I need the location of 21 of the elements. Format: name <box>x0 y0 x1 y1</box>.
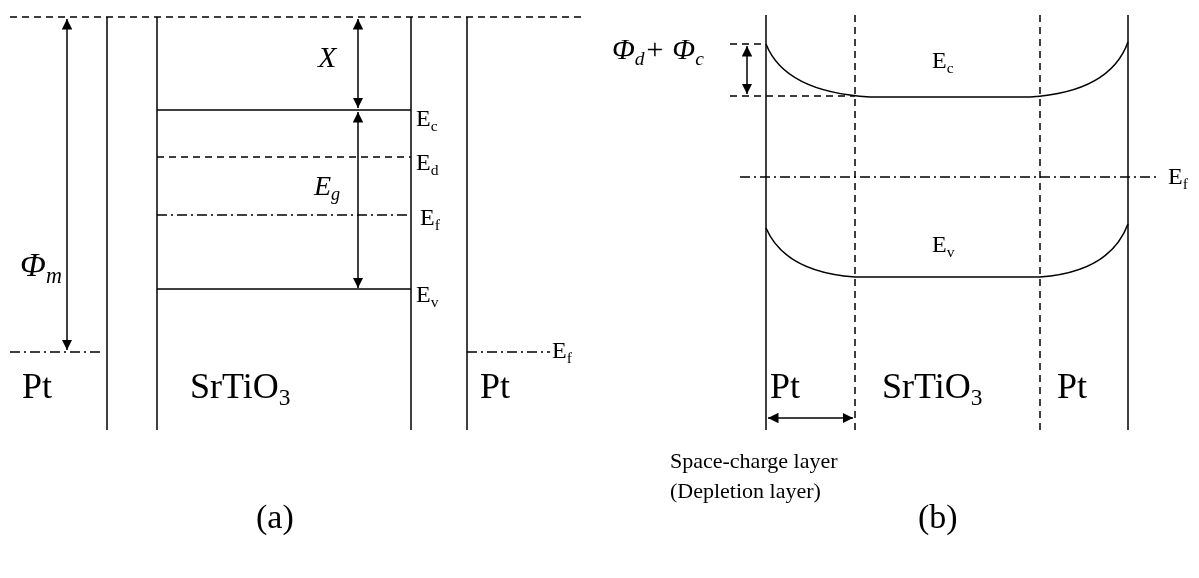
energy-level-label: E$_{v}$ <box>416 282 439 310</box>
panel-label: (a) <box>256 500 294 534</box>
symbol-label: X <box>318 42 337 72</box>
material-label: Pt <box>1057 368 1088 404</box>
symbol-label: Φ$_{d}$+ Φ$_{c}$ <box>612 34 704 69</box>
energy-level-label: E$_{c}$ <box>932 48 954 76</box>
annotation-text: Space-charge layer (Depletion layer) <box>670 447 839 505</box>
energy-level-label: E$_{d}$ <box>416 150 439 178</box>
energy-level-label: E$_{f}$ <box>1168 164 1188 192</box>
material-label: Pt <box>480 368 511 404</box>
material-label: SrTiO$_{3}$ <box>190 368 291 410</box>
material-label: Pt <box>770 368 801 404</box>
symbol-label: Φ$_{m}$ <box>20 248 62 287</box>
panel-label: (b) <box>918 500 958 534</box>
energy-level-label: E$_{f}$ <box>420 205 440 233</box>
energy-level-label: E$_{c}$ <box>416 106 438 134</box>
material-label: SrTiO$_{3}$ <box>882 368 983 410</box>
material-label: Pt <box>22 368 53 404</box>
energy-level-label: E$_{v}$ <box>932 232 955 260</box>
symbol-label: E$_{g}$ <box>314 172 341 204</box>
energy-level-label: E$_{f}$ <box>552 338 572 366</box>
